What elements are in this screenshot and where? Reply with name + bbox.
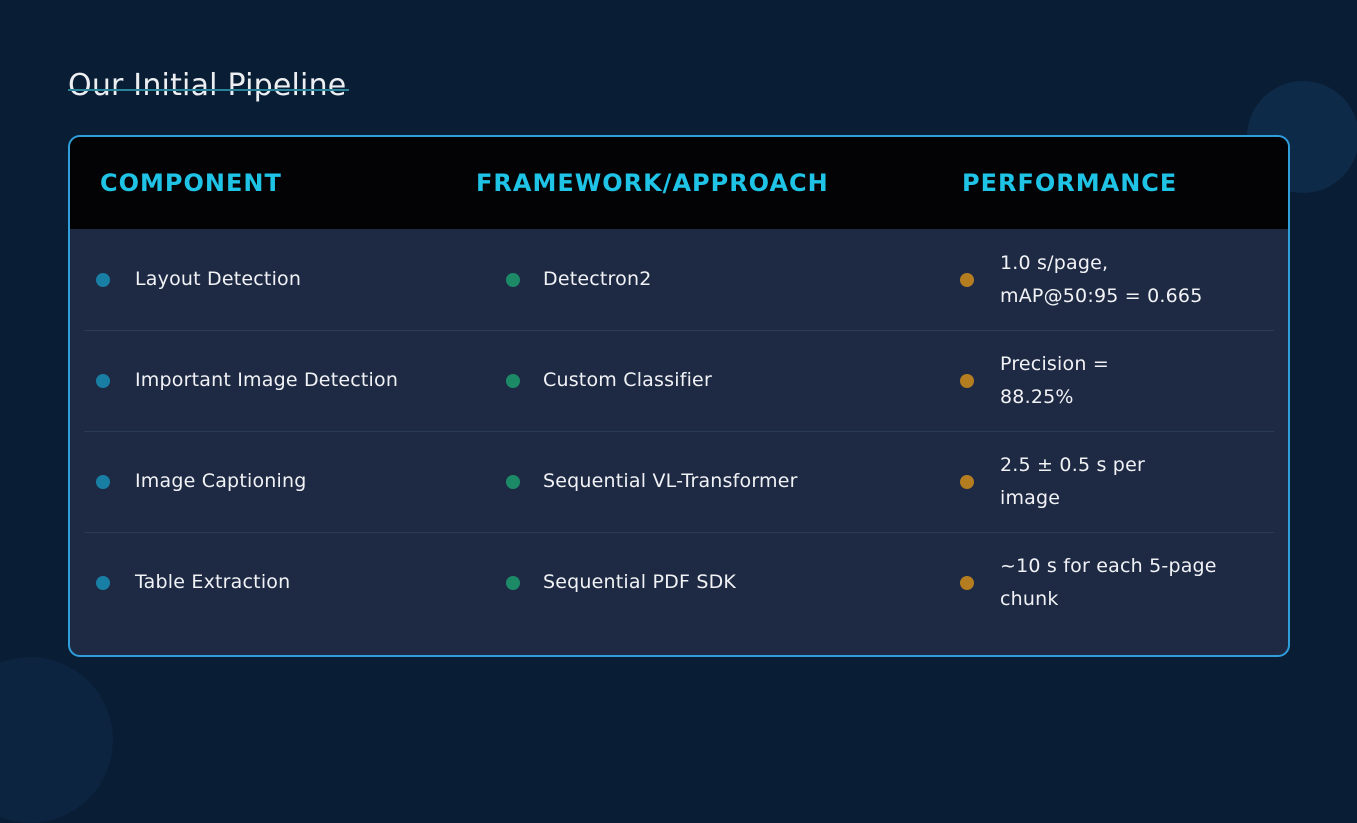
framework-label: Custom Classifier	[543, 369, 712, 391]
performance-label: Precision = 88.25%	[1000, 352, 1109, 408]
table-row: Important Image Detection Custom Classif…	[70, 330, 1288, 431]
framework-cell: Sequential VL-Transformer	[472, 465, 943, 498]
performance-cell: ~10 s for each 5-page chunk	[943, 550, 1288, 616]
performance-cell: 1.0 s/page, mAP@50:95 = 0.665	[943, 247, 1288, 313]
bullet-icon	[96, 474, 110, 489]
bullet-icon	[96, 272, 110, 287]
decorative-circle-bottom-left	[0, 657, 113, 823]
pipeline-table: COMPONENT FRAMEWORK/APPROACH PERFORMANCE…	[68, 135, 1290, 657]
bullet-icon	[96, 373, 110, 388]
bullet-icon	[960, 272, 974, 287]
table-row: Layout Detection Detectron2 1.0 s/page, …	[70, 229, 1288, 330]
component-cell: Image Captioning	[70, 465, 472, 498]
component-cell: Important Image Detection	[70, 364, 472, 397]
title-underline	[68, 89, 349, 91]
component-label: Layout Detection	[135, 268, 302, 290]
component-cell: Layout Detection	[70, 263, 472, 296]
header-cell-performance: PERFORMANCE	[962, 169, 1178, 197]
framework-cell: Sequential PDF SDK	[472, 566, 943, 599]
framework-label: Detectron2	[543, 268, 652, 290]
component-label: Important Image Detection	[135, 369, 399, 391]
bullet-icon	[960, 474, 974, 489]
performance-cell: Precision = 88.25%	[943, 348, 1288, 414]
bullet-icon	[96, 575, 110, 590]
table-body: Layout Detection Detectron2 1.0 s/page, …	[70, 229, 1288, 633]
performance-cell: 2.5 ± 0.5 s per image	[943, 449, 1288, 515]
header-cell-component: COMPONENT	[100, 169, 282, 197]
bullet-icon	[506, 373, 520, 388]
framework-cell: Detectron2	[472, 263, 943, 296]
bullet-icon	[960, 575, 974, 590]
table-header-row: COMPONENT FRAMEWORK/APPROACH PERFORMANCE	[70, 137, 1288, 229]
bullet-icon	[960, 373, 974, 388]
performance-label: 2.5 ± 0.5 s per image	[1000, 453, 1145, 509]
page-title: Our Initial Pipeline	[68, 68, 347, 104]
header-cell-framework: FRAMEWORK/APPROACH	[476, 169, 829, 197]
bullet-icon	[506, 272, 520, 287]
table-row: Table Extraction Sequential PDF SDK ~10 …	[70, 532, 1288, 633]
bullet-icon	[506, 474, 520, 489]
framework-label: Sequential PDF SDK	[543, 571, 737, 593]
component-label: Table Extraction	[135, 571, 291, 593]
framework-label: Sequential VL-Transformer	[543, 470, 798, 492]
component-label: Image Captioning	[135, 470, 307, 492]
performance-label: ~10 s for each 5-page chunk	[1000, 554, 1217, 610]
bullet-icon	[506, 575, 520, 590]
performance-label: 1.0 s/page, mAP@50:95 = 0.665	[1000, 251, 1203, 307]
component-cell: Table Extraction	[70, 566, 472, 599]
table-row: Image Captioning Sequential VL-Transform…	[70, 431, 1288, 532]
framework-cell: Custom Classifier	[472, 364, 943, 397]
